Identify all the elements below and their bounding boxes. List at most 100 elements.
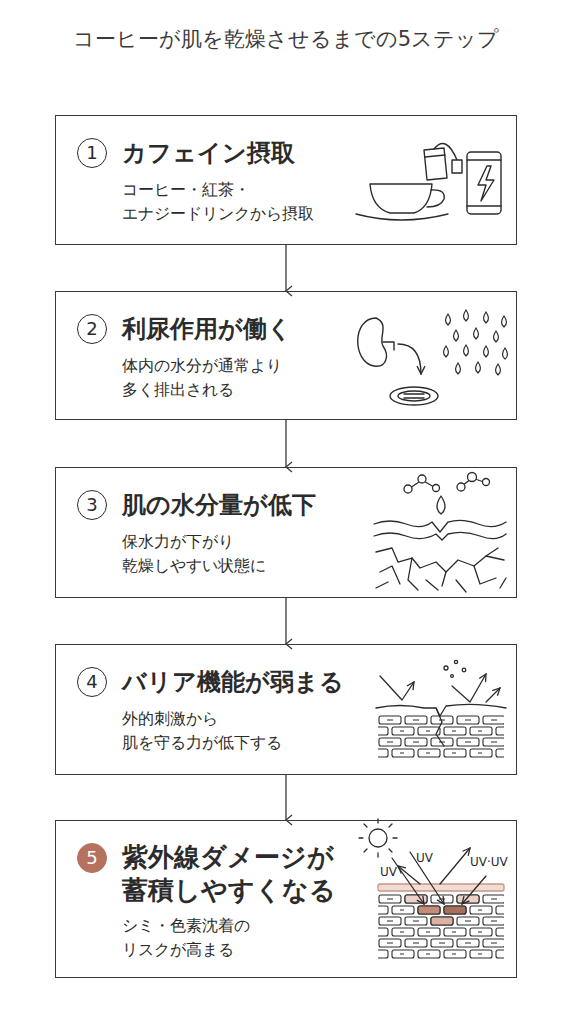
water-drops: [444, 310, 508, 375]
skin-line: [374, 532, 506, 540]
step-box: 3 肌の水分量が低下保水力が下がり 乾燥しやすい状態に: [55, 467, 517, 598]
step-box: 5 紫外線ダメージが 蓄積しやすくなるシミ・色素沈着の リスクが高まる: [55, 820, 517, 978]
bounce-arrow: [452, 674, 486, 702]
step-description: 体内の水分が通常より 多く排出される: [122, 354, 342, 402]
water-drops-part: [456, 363, 461, 374]
pigment-cell: [457, 895, 479, 903]
drain-slot: [404, 393, 424, 394]
step-box: 1 カフェイン摂取コーヒー・紅茶・ エナジードリンクから摂取: [55, 115, 517, 245]
water-drops-part: [484, 312, 489, 323]
pigment-cell: [444, 906, 466, 914]
flow-arrow: [398, 344, 421, 374]
water-drops-part: [454, 330, 459, 341]
step-description: 保水力が下がり 乾燥しやすい状態に: [122, 530, 342, 578]
sun-rays: [359, 819, 397, 857]
drain-inner: [398, 391, 430, 401]
skin-surface: [378, 884, 504, 891]
label-layer: UV UV UV·UV: [380, 851, 509, 879]
skin-line: [374, 520, 506, 532]
cup-body: [370, 184, 432, 213]
kidney: [358, 318, 387, 366]
water-drops-part: [444, 346, 449, 357]
water-drops-part: [474, 328, 479, 339]
particle: [444, 666, 448, 670]
molecule-bond: [422, 480, 434, 487]
uv-icon: [359, 819, 504, 960]
step-heading: 肌の水分量が低下: [122, 489, 372, 521]
particle: [462, 668, 466, 672]
surface: [376, 704, 506, 716]
crack: [436, 708, 444, 746]
uv-label: UV·UV: [470, 855, 509, 869]
uv-reflect: [398, 866, 420, 884]
diagram-title: コーヒーが肌を乾燥させるまでの5ステップ: [0, 24, 572, 54]
step-box: 4 バリア機能が弱まる外的刺激から 肌を守る力が低下する: [55, 644, 517, 775]
uv-label: UV: [380, 865, 398, 879]
skin-cells: [378, 894, 504, 960]
step-number: 1: [77, 138, 107, 168]
crack: [376, 548, 504, 572]
step-heading: 紫外線ダメージが 蓄積しやすくなる: [122, 841, 372, 907]
dry-skin-icon: [374, 473, 506, 593]
bounce-arrow: [380, 676, 414, 700]
pigment-cell: [418, 906, 440, 914]
teabag-string: [434, 144, 457, 160]
cup-handle: [427, 190, 444, 207]
water-drops-part: [464, 345, 469, 356]
flow-arrow: [285, 420, 286, 467]
step-description: 外的刺激から 肌を守る力が低下する: [122, 707, 342, 755]
molecule-bond: [462, 478, 472, 486]
step-heading: 利尿作用が働く: [122, 313, 372, 345]
pigment-cell: [431, 917, 453, 925]
molecule: [483, 479, 490, 486]
teabag: [424, 148, 447, 180]
flow-arrow: [285, 775, 286, 820]
uv-reflect: [440, 848, 470, 884]
saucer: [356, 214, 448, 220]
ureter: [383, 342, 394, 350]
molecule: [404, 485, 412, 493]
teabag-fold: [425, 155, 445, 157]
can: [467, 152, 501, 214]
water-drops-part: [494, 331, 499, 342]
particle: [454, 660, 457, 663]
can-rim: [467, 159, 501, 160]
flow-arrow: [285, 245, 286, 291]
water-drop: [437, 496, 445, 514]
drain: [390, 387, 438, 405]
water-drops-part: [503, 348, 508, 359]
uv-ray: [462, 876, 486, 904]
lightning: [478, 166, 494, 201]
step-description: コーヒー・紅茶・ エナジードリンクから摂取: [122, 178, 342, 226]
barrier-icon: [376, 660, 506, 759]
bounce-arrow: [486, 688, 500, 702]
water-drops-part: [496, 364, 501, 375]
pigment-cell: [405, 895, 427, 903]
drinks-icon: [356, 144, 501, 220]
can-base: [467, 205, 501, 206]
molecule-bond: [472, 478, 484, 482]
step-number: 3: [77, 490, 107, 520]
step-box: 2利尿作用が働く体内の水分が通常より 多く排出される: [55, 291, 517, 420]
molecule: [433, 485, 440, 492]
step-heading: カフェイン摂取: [122, 137, 372, 169]
water-drops-part: [446, 314, 451, 325]
flow-arrow: [285, 598, 286, 644]
molecule: [468, 473, 477, 482]
crack: [380, 548, 498, 590]
water-drops-part: [464, 310, 469, 321]
step-number: 5: [77, 843, 107, 873]
uv-ray: [392, 858, 424, 904]
step-heading: バリア機能が弱まる: [122, 666, 372, 698]
step-number: 4: [77, 667, 107, 697]
uv-label: UV: [416, 851, 434, 865]
sun: [369, 829, 387, 847]
molecule: [418, 475, 426, 483]
water-drops-part: [484, 346, 489, 357]
water-drops-part: [502, 316, 507, 327]
crack: [376, 578, 506, 592]
step-description: シミ・色素沈着の リスクが高まる: [122, 914, 342, 962]
